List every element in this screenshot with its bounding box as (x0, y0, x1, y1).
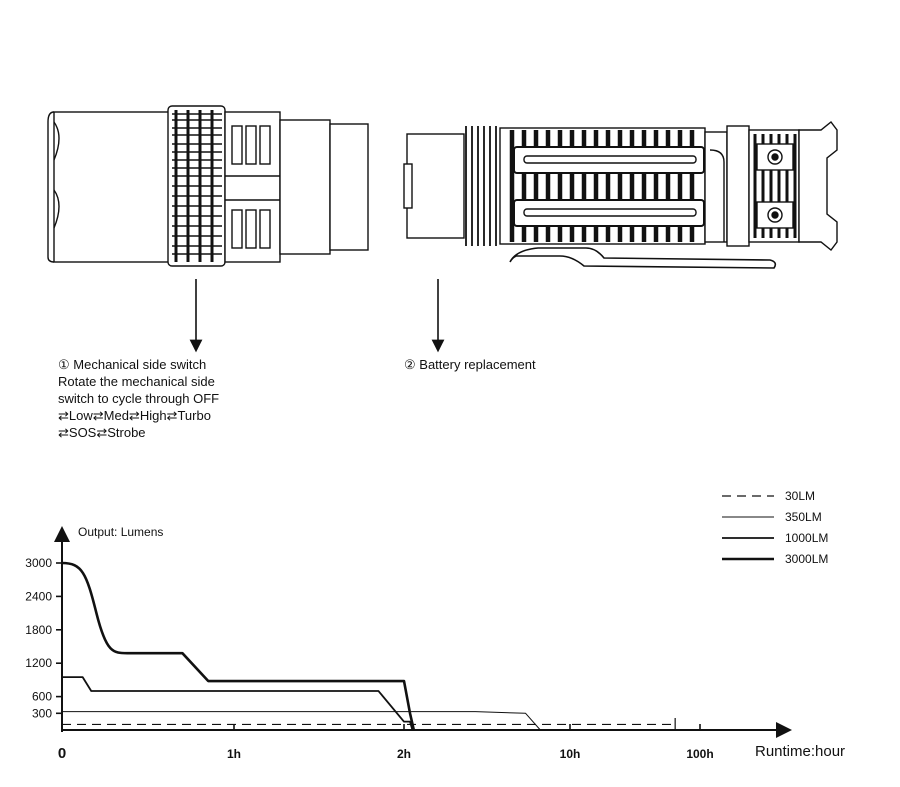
x-tick-label: 100h (686, 747, 713, 761)
x-ticks: 0 1h 2h 10h 100h (58, 724, 714, 762)
step1-line: ⇄Low⇄Med⇄High⇄Turbo (58, 408, 211, 423)
step1-marker: ① (58, 357, 70, 372)
legend-label: 3000LM (785, 552, 828, 566)
series-line-3000LM (61, 561, 416, 731)
step1-line: Rotate the mechanical side (58, 374, 215, 389)
legend: 30LM 350LM 1000LM 3000LM (722, 489, 828, 566)
legend-label: 1000LM (785, 531, 828, 545)
y-tick-label: 1800 (25, 623, 52, 637)
step1-caption: ① Mechanical side switch Rotate the mech… (58, 356, 219, 441)
y-tick-label: 300 (32, 706, 52, 720)
x-tick-label: 0 (58, 745, 66, 762)
step2-heading: ② Battery replacement (404, 356, 536, 373)
x-tick-label: 2h (397, 747, 411, 761)
y-tick-label: 2400 (25, 589, 52, 603)
y-ticks: 300 600 1200 1800 2400 3000 (25, 556, 62, 720)
step2-marker: ② (404, 357, 416, 372)
y-axis-label: Output: Lumens (78, 525, 163, 539)
series-lines (61, 561, 676, 731)
x-tick-label: 1h (227, 747, 241, 761)
step1-line: ⇄SOS⇄Strobe (58, 425, 146, 440)
series-line-1000LM (62, 676, 414, 731)
step2-title: Battery replacement (419, 357, 536, 372)
flashlight-body-illustration (403, 121, 838, 269)
y-tick-label: 600 (32, 690, 52, 704)
step2-caption: ② Battery replacement (404, 356, 536, 373)
step1-heading: ① Mechanical side switch (58, 356, 219, 373)
legend-label: 350LM (785, 510, 822, 524)
step1-line: switch to cycle through OFF (58, 391, 220, 406)
x-tick-label: 10h (560, 747, 581, 761)
legend-label: 30LM (785, 489, 815, 503)
runtime-chart: Output: Lumens Runtime:hour 300 600 1200 18… (25, 489, 845, 762)
y-tick-label: 1200 (25, 656, 52, 670)
flashlight-head-illustration (47, 105, 369, 267)
series-line-350LM (62, 711, 541, 731)
x-axis-label: Runtime:hour (755, 743, 845, 760)
step1-title: Mechanical side switch (73, 357, 207, 372)
y-tick-label: 3000 (25, 556, 52, 570)
